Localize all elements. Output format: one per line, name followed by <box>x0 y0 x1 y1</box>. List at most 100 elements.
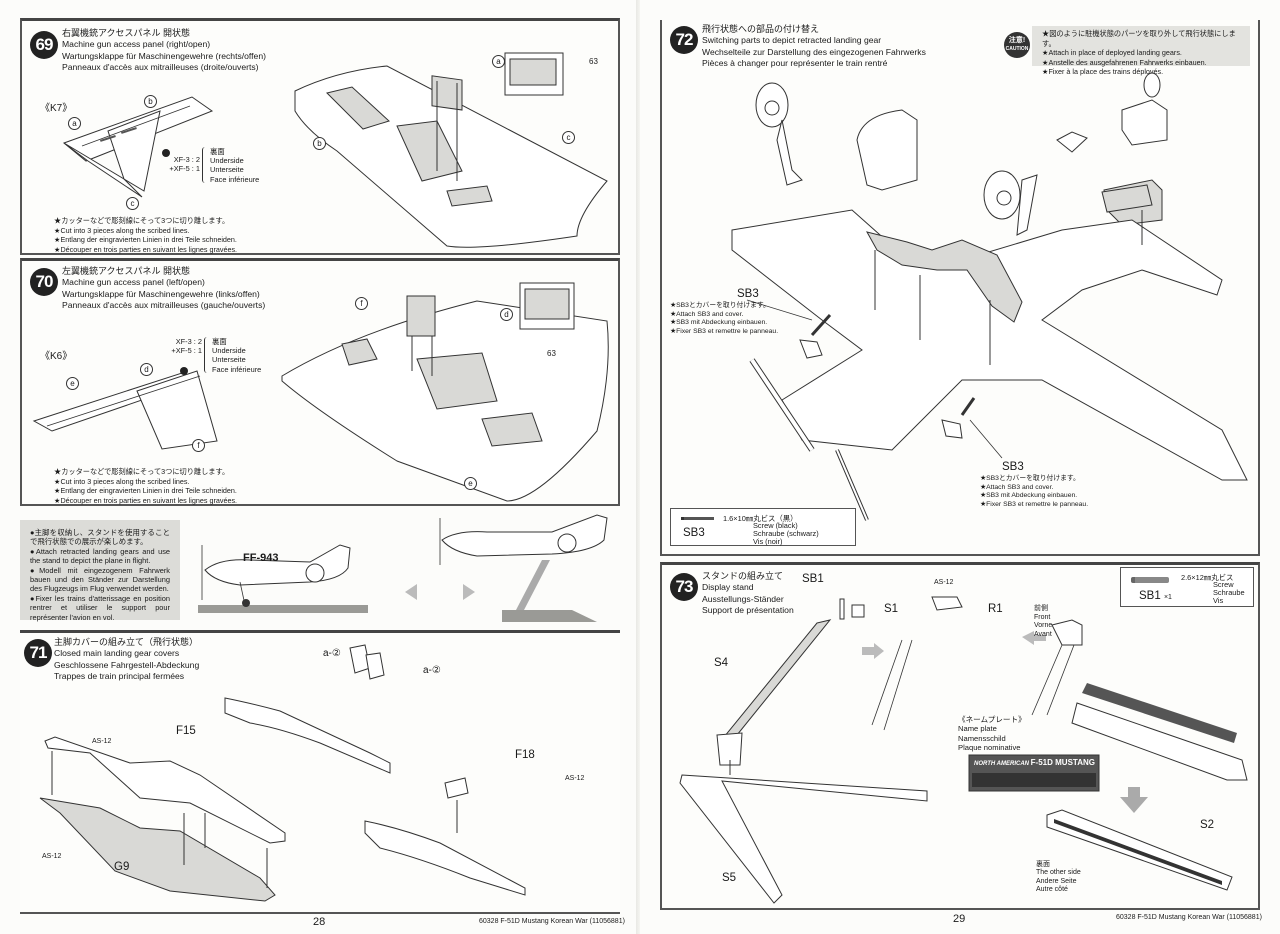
decal-sheet-label: 《K6》 <box>40 351 73 362</box>
note-de: ★Entlang der eingravierten Linien in dre… <box>54 486 237 496</box>
step-title: 主脚カバーの組み立て（飛行状態） Closed main landing gea… <box>54 637 199 682</box>
wing-illustration <box>281 282 609 502</box>
title-de: Wechselteile zur Darstellung des eingezo… <box>702 46 926 57</box>
part-label-d: d <box>140 363 153 376</box>
other-side-fr: Autre côté <box>1036 886 1068 894</box>
paint-area: 裏面 Underside Unterseite Face inférieure <box>212 337 261 374</box>
part-label-G9: G9 <box>114 861 130 873</box>
title-jp: スタンドの組み立て <box>702 571 784 581</box>
desc-de: Schraube <box>1213 588 1245 597</box>
stand-illustration <box>679 596 1248 904</box>
area-jp: 裏面 <box>212 337 227 346</box>
paint-code: +XF-5 : 1 <box>171 346 202 356</box>
flight-mode-section: ●主脚を収納し、スタンドを使用することで飛行状態での展示が楽しめます。 ●Att… <box>20 510 620 628</box>
part-label-SB1: SB1 <box>802 573 824 585</box>
desc-en: Screw (black) <box>753 521 798 530</box>
part-label-c: c <box>562 131 575 144</box>
note-de: ★SB3 mit Abdeckung einbauen. <box>670 319 768 327</box>
area-fr: Face inférieure <box>210 174 260 184</box>
paint-callout: XF-3 : 2 +XF-5 : 1 裏面 Underside Untersei… <box>160 147 280 187</box>
screw-label-SB3: SB3 <box>1002 461 1024 473</box>
step-title: スタンドの組み立て Display stand Ausstellungs-Stä… <box>702 571 794 616</box>
arrow-left-icon <box>405 584 417 600</box>
note-fr: ★Découper en trois parties en suivant le… <box>54 244 238 254</box>
title-fr: Trappes de train principal fermées <box>54 670 185 681</box>
note-fr: ★Fixer SB3 et remettre le panneau. <box>980 500 1089 508</box>
step-number-badge: 72 <box>670 26 698 54</box>
screw-desc: Screw Schraube Vis <box>1213 581 1245 605</box>
screw-id: SB1 <box>1139 590 1161 602</box>
part-label-c: c <box>126 197 139 210</box>
note-de: ★SB3 mit Abdeckung einbauen. <box>980 492 1078 500</box>
note-jp: ★カッターなどで彫刻線にそって3つに切り離します。 <box>54 467 230 476</box>
front-de: Vorne <box>1034 622 1053 630</box>
desc-fr: Vis (noir) <box>753 537 783 546</box>
note-en: ★Cut into 3 pieces along the scribed lin… <box>54 476 190 486</box>
front-fr: Avant <box>1034 630 1052 638</box>
instruction-page-right: 72 飛行状態への部品の付け替え Switching parts to depi… <box>640 0 1280 934</box>
other-side-de: Andere Seite <box>1036 877 1077 885</box>
desc-fr: Vis <box>1213 596 1224 605</box>
decal-illustration <box>63 96 214 198</box>
note-en: ★Cut into 3 pieces along the scribed lin… <box>54 225 190 235</box>
part-label-f: f <box>192 439 205 452</box>
desc-de: Schraube (schwarz) <box>753 529 819 538</box>
paint-area: 裏面 Underside Unterseite Face inférieure <box>210 147 259 184</box>
screw-desc: Screw (black) Schraube (schwarz) Vis (no… <box>753 522 819 546</box>
title-fr: Panneaux d'accès aux mitrailleuses (droi… <box>62 61 259 72</box>
screw-label: SB3 <box>683 527 705 539</box>
title-en: Switching parts to depict retracted land… <box>702 35 882 46</box>
part-label-R1: R1 <box>988 603 1003 615</box>
caution-jp: 注意! <box>1008 37 1026 44</box>
decal-illustration <box>32 370 218 450</box>
screw-size: 1.6×10㎜丸ビス（黒） <box>723 514 798 523</box>
ref-step-number: 63 <box>589 57 598 66</box>
wing-illustration <box>294 52 608 248</box>
paint-code: XF-3 : 2 <box>173 155 200 164</box>
title-en: Machine gun access panel (right/open) <box>62 39 211 50</box>
nameplate-label: 《ネームプレート》 Name plate Namensschild Plaque… <box>958 715 1026 753</box>
part-label-F15: F15 <box>176 725 196 737</box>
caution-jp: ★図のように駐機状態のパーツを取り外して飛行状態にします。 <box>1042 29 1236 48</box>
front-direction-label: 前側 Front Vorne Avant <box>1034 605 1052 639</box>
step-70-panel: 70 左翼機銃アクセスパネル 開状態 Machine gun access pa… <box>20 258 620 506</box>
step-number-badge: 69 <box>30 31 58 59</box>
caution-de: ★Anstelle des ausgefahrenen Fahrwerks ei… <box>1042 57 1207 67</box>
screw-instructions: ★SB3とカバーを取り付けます。 ★Attach SB3 and cover. … <box>670 302 778 336</box>
note-en: ★Attach SB3 and cover. <box>670 310 744 318</box>
part-label-S1: S1 <box>884 603 899 615</box>
title-de: Wartungsklappe für Maschinengewehre (lin… <box>62 288 260 299</box>
step-title: 左翼機銃アクセスパネル 開状態 Machine gun access panel… <box>62 266 265 311</box>
note-fr: ★Fixer SB3 et remettre le panneau. <box>670 327 779 335</box>
title-de: Wartungsklappe für Maschinengewehre (rec… <box>62 50 266 61</box>
cutting-notes: ★カッターなどで彫刻線にそって3つに切り離します。 ★Cut into 3 pi… <box>54 216 237 254</box>
part-label-b: b <box>144 95 157 108</box>
nameplate-model: F-51D MUSTANG <box>1030 758 1095 767</box>
page-number: 28 <box>313 916 326 928</box>
ref-step-number: 63 <box>547 349 556 358</box>
paint-label: AS-12 <box>92 738 112 745</box>
screw-qty: ×1 <box>1163 594 1172 601</box>
step-number-badge: 73 <box>670 573 698 601</box>
part-label-d: d <box>500 308 513 321</box>
screw-spec-box-SB3: SB3 1.6×10㎜丸ビス（黒） Screw (black) Schraube… <box>670 508 856 546</box>
area-jp: 裏面 <box>210 147 225 156</box>
paint-label: AS-12 <box>42 853 62 860</box>
area-en: Underside <box>210 156 244 166</box>
nameplate-brand: NORTH AMERICAN <box>974 761 1029 767</box>
part-label-e: e <box>464 477 477 490</box>
page-number: 29 <box>953 913 966 925</box>
step-72-panel: 72 飛行状態への部品の付け替え Switching parts to depi… <box>660 20 1260 556</box>
title-jp: 左翼機銃アクセスパネル 開状態 <box>62 266 191 276</box>
caution-en: ★Attach in place of deployed landing gea… <box>1042 48 1182 57</box>
screw-label-SB3: SB3 <box>737 288 759 300</box>
step-69-panel: 69 右翼機銃アクセスパネル 開状態 Machine gun access pa… <box>20 18 620 255</box>
step-number-badge: 70 <box>30 268 58 296</box>
paint-code: +XF-5 : 1 <box>169 164 200 174</box>
decal-ref-label: a-② <box>323 648 341 659</box>
part-label-F18: F18 <box>515 749 535 761</box>
paint-drop-icon <box>162 149 170 157</box>
screw-label: SB1 ×1 <box>1139 590 1172 602</box>
nameplate-jp: 《ネームプレート》 <box>958 715 1026 724</box>
info-fr: ●Fixer les trains d'atterissage en posit… <box>30 593 170 622</box>
